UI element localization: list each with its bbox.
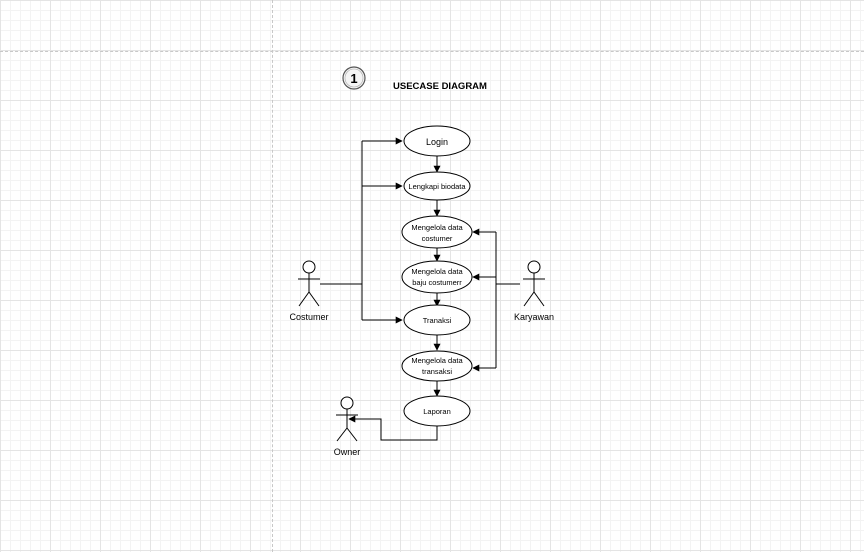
- usecase-kelola-costumer-label-1: Mengelola data: [411, 223, 463, 232]
- usecase-kelola-baju[interactable]: Mengelola data baju costumerr: [401, 260, 473, 294]
- usecase-login-label: Login: [426, 137, 448, 147]
- usecase-kelola-costumer[interactable]: Mengelola data costumer: [401, 215, 473, 249]
- stick-figure-icon: [523, 260, 545, 307]
- actor-karyawan[interactable]: [523, 260, 545, 307]
- step-number-badge[interactable]: 1: [342, 66, 366, 90]
- actor-owner[interactable]: [336, 396, 358, 442]
- usecase-tranaksi[interactable]: Tranaksi: [403, 304, 471, 336]
- stick-figure-icon: [298, 260, 320, 307]
- usecase-kelola-transaksi-label-2: transaksi: [422, 367, 452, 376]
- usecase-laporan-label: Laporan: [423, 407, 451, 416]
- usecase-lengkapi-biodata[interactable]: Lengkapi biodata: [403, 171, 471, 201]
- usecase-lengkapi-biodata-label: Lengkapi biodata: [408, 182, 466, 191]
- usecase-kelola-baju-label-1: Mengelola data: [411, 267, 463, 276]
- usecase-tranaksi-label: Tranaksi: [423, 316, 452, 325]
- actor-owner-label: Owner: [334, 447, 361, 457]
- actor-costumer-label: Costumer: [289, 312, 328, 322]
- page-break-horizontal: [0, 51, 864, 52]
- usecase-login[interactable]: Login: [403, 125, 471, 157]
- usecase-kelola-costumer-label-2: costumer: [422, 234, 453, 243]
- page-break-vertical: [272, 0, 273, 552]
- actor-karyawan-label: Karyawan: [514, 312, 554, 322]
- diagram-title[interactable]: USECASE DIAGRAM: [393, 81, 487, 92]
- actor-costumer[interactable]: [298, 260, 320, 307]
- usecase-kelola-transaksi-label-1: Mengelola data: [411, 356, 463, 365]
- stick-figure-icon: [336, 396, 358, 442]
- step-number: 1: [350, 71, 357, 86]
- usecase-kelola-baju-label-2: baju costumerr: [412, 278, 462, 287]
- usecase-kelola-transaksi[interactable]: Mengelola data transaksi: [401, 350, 473, 382]
- edge-laporan-owner[interactable]: [348, 415, 438, 441]
- usecase-laporan[interactable]: Laporan: [403, 395, 471, 427]
